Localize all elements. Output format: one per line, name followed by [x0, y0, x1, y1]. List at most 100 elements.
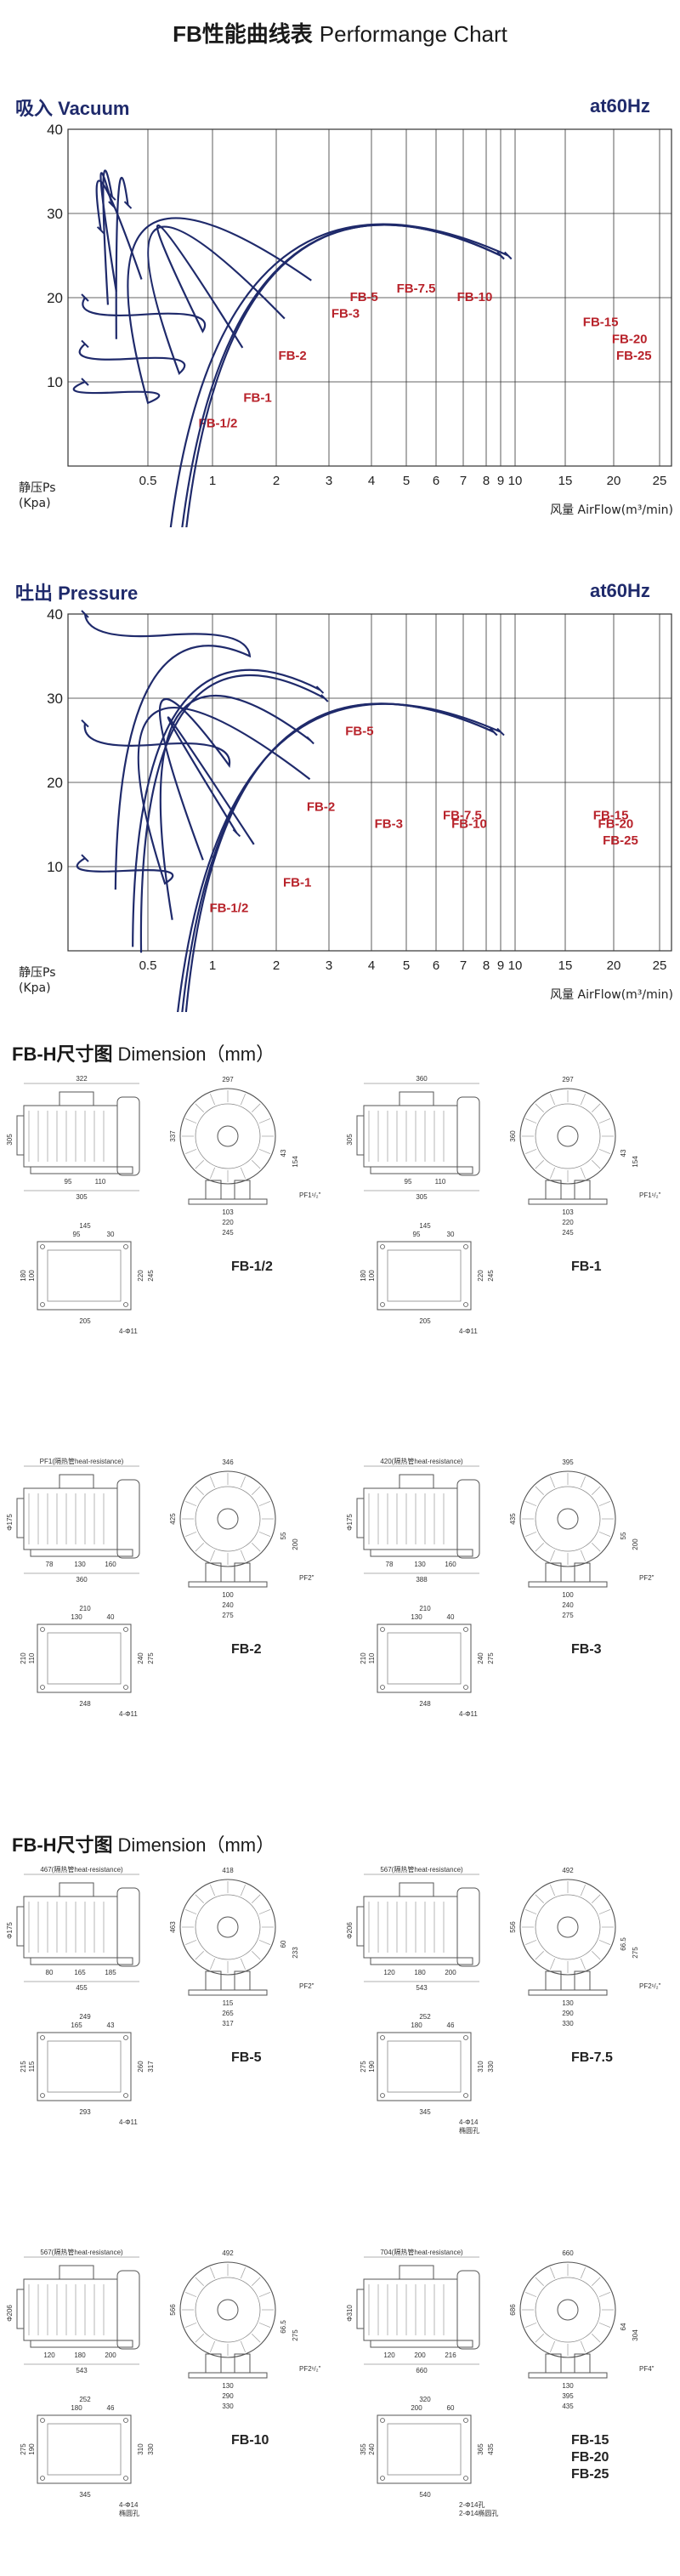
series-start-mark — [108, 192, 116, 201]
model-label: FB-5 — [231, 2050, 262, 2065]
x-tick-label: 9 — [497, 958, 504, 973]
model-label: FB-3 — [571, 1642, 602, 1657]
front-view — [179, 2261, 276, 2379]
series-start-mark — [81, 854, 89, 862]
blower-housing-side — [116, 1479, 140, 1559]
dimension-value: 160 — [105, 1561, 116, 1568]
dimension-value: PF2" — [299, 1982, 314, 1990]
series-line-fb-2 — [82, 224, 244, 349]
mount-hole — [40, 1685, 45, 1690]
blower-housing-side — [116, 1096, 140, 1176]
housing-rib — [184, 1939, 197, 1946]
dimension-value: 305 — [346, 1134, 354, 1146]
dimension-value: 215 — [20, 2061, 27, 2073]
series-start-mark — [306, 736, 314, 745]
housing-rib — [592, 1486, 601, 1495]
housing-rib — [549, 2266, 556, 2279]
series-label: FB-1/2 — [199, 416, 238, 430]
motor-fan-cover — [16, 1498, 25, 1538]
dimension-value: 115 — [28, 2061, 36, 2072]
dimension-value: 100 — [562, 1591, 574, 1599]
dimension-value: 240 — [222, 1601, 234, 1609]
housing-rib — [195, 1951, 204, 1960]
dimension-value: 120 — [383, 1969, 395, 1976]
x-tick-label: 25 — [653, 958, 667, 973]
housing-rib — [209, 1476, 216, 1488]
base-foot — [370, 2340, 473, 2348]
housing-rib — [598, 1148, 611, 1155]
housing-rib — [252, 2277, 261, 2286]
dimension-value: 95 — [405, 1178, 412, 1186]
x-tick-label: 1 — [209, 958, 216, 973]
dimension-value: 110 — [435, 1178, 446, 1186]
dimension-value: 60 — [447, 2404, 455, 2412]
series-start-mark — [232, 828, 241, 838]
model-label: FB-1 — [571, 1260, 602, 1274]
series-label: FB-10 — [451, 816, 487, 831]
dimension-value: 275 — [20, 2443, 27, 2455]
dimension-value: 330 — [487, 2061, 495, 2073]
base-plate — [37, 2414, 132, 2484]
dimension-value: 463 — [169, 1921, 177, 1933]
dimension-value: 360 — [509, 1130, 517, 1142]
base-plan-view — [377, 2414, 472, 2484]
motor-fan-cover — [356, 1115, 365, 1156]
dimension-value: 330 — [222, 2403, 234, 2410]
dimension-value: 252 — [419, 2013, 431, 2021]
mount-hole — [40, 2418, 45, 2423]
dimension-value: 297 — [222, 1076, 234, 1083]
x-tick-label: 2 — [273, 958, 280, 973]
dimension-title-en: Dimension（mm） — [117, 1043, 275, 1065]
terminal-box — [399, 1091, 434, 1106]
housing-rib — [524, 1117, 537, 1124]
dimension-value: 293 — [79, 2108, 91, 2116]
y-tick-label: 30 — [47, 206, 63, 222]
mount-hole — [40, 2035, 45, 2040]
dimension-value: 43 — [620, 1149, 627, 1157]
dimension-value: 80 — [46, 1969, 54, 1976]
dimension-value: 310 — [137, 2443, 144, 2455]
dimension-value: 180 — [74, 2351, 86, 2359]
series-label: FB-25 — [616, 349, 652, 363]
dimension-value: 210 — [79, 1605, 91, 1612]
mount-hole — [123, 2476, 128, 2481]
dimension-value: 110 — [95, 1178, 106, 1186]
model-label: FB-15 FB-20 FB-25 — [571, 2433, 609, 2482]
housing-rib — [549, 2340, 556, 2353]
series-start-mark — [504, 251, 513, 260]
dimension-value: 4-Φ11 — [459, 1328, 478, 1335]
front-view — [179, 1088, 276, 1205]
terminal-box — [59, 1474, 94, 1489]
mount-hole — [380, 1302, 385, 1307]
dimension-value: 40 — [107, 1613, 115, 1621]
side-view — [356, 1465, 480, 1574]
dimension-value: 180 — [414, 1969, 426, 1976]
dimension-value: 310 — [477, 2061, 484, 2073]
series-label: FB-15 — [583, 316, 619, 330]
dimension-value: 275 — [562, 1612, 574, 1619]
dimension-value: 275 — [487, 1652, 495, 1664]
model-label: FB-10 — [231, 2433, 269, 2448]
dimension-value: 275 — [147, 1652, 155, 1664]
base-plate — [37, 1624, 132, 1693]
impeller-hub — [217, 2299, 239, 2321]
dimension-value: 200 — [445, 1969, 456, 1976]
base-inner — [47, 1632, 122, 1685]
impeller-hub — [557, 1508, 579, 1530]
dimension-value: 330 — [562, 2020, 574, 2027]
dimension-value: 4-Φ14 — [459, 2118, 479, 2126]
impeller-ring — [195, 1894, 261, 1960]
dimension-value: 200 — [414, 2351, 426, 2359]
housing-rib — [535, 2334, 544, 2343]
x-tick-label: 1 — [209, 474, 216, 488]
series-start-mark — [81, 293, 89, 302]
y-tick-label: 40 — [47, 606, 63, 623]
impeller-ring — [195, 1103, 261, 1169]
dimension-value: 305 — [6, 1134, 14, 1146]
y-axis-label: (Kpa) — [19, 981, 51, 995]
dimension-value: 205 — [79, 1317, 91, 1325]
